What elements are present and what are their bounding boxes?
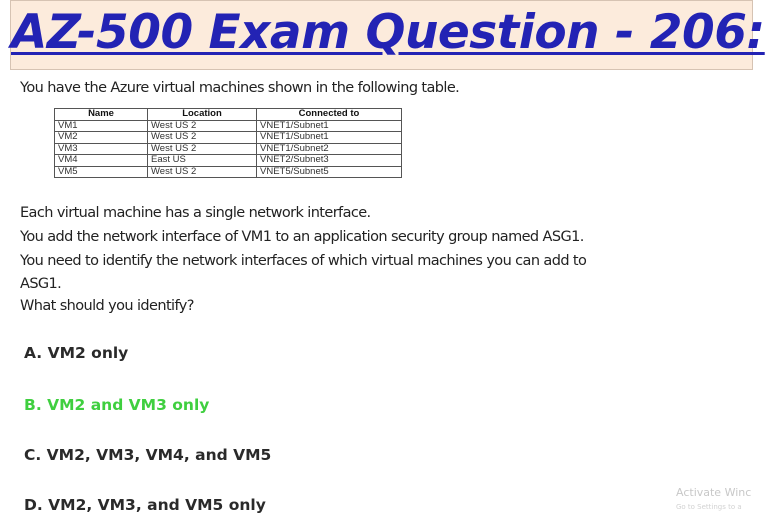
activate-windows-subtext: Go to Settings to a (676, 503, 742, 511)
question-intro: You have the Azure virtual machines show… (20, 80, 460, 96)
cell-name: VM4 (54, 154, 148, 167)
table-row: VM1 West US 2 VNET1/Subnet1 (54, 119, 402, 132)
answer-option-c[interactable]: C. VM2, VM3, VM4, and VM5 (24, 446, 272, 464)
cell-connected-to: VNET1/Subnet2 (256, 142, 402, 155)
question-line-single-nic: Each virtual machine has a single networ… (20, 205, 371, 221)
cell-connected-to: VNET1/Subnet1 (256, 119, 402, 132)
question-line-asg1-cont: ASG1. (20, 276, 62, 292)
cell-name: VM3 (54, 142, 148, 155)
cell-connected-to: VNET2/Subnet3 (256, 154, 402, 167)
cell-location: West US 2 (147, 131, 257, 144)
column-header-connected-to: Connected to (256, 108, 402, 121)
cell-name: VM5 (54, 165, 148, 178)
page-title: AZ-500 Exam Question - 206: (11, 5, 765, 60)
table-row: VM5 West US 2 VNET5/Subnet5 (54, 165, 402, 178)
table-row: VM2 West US 2 VNET1/Subnet1 (54, 131, 402, 144)
table-row: VM3 West US 2 VNET1/Subnet2 (54, 142, 402, 155)
answer-option-b[interactable]: B. VM2 and VM3 only (24, 396, 210, 414)
answer-option-d[interactable]: D. VM2, VM3, and VM5 only (24, 496, 266, 514)
column-header-location: Location (147, 108, 257, 121)
cell-location: East US (147, 154, 257, 167)
vm-table: Name Location Connected to VM1 West US 2… (54, 108, 402, 178)
question-line-identify: You need to identify the network interfa… (20, 253, 587, 269)
cell-connected-to: VNET1/Subnet1 (256, 131, 402, 144)
cell-location: West US 2 (147, 142, 257, 155)
question-line-asg1: You add the network interface of VM1 to … (20, 229, 584, 245)
activate-windows-watermark: Activate Winc (676, 486, 752, 499)
cell-name: VM2 (54, 131, 148, 144)
cell-location: West US 2 (147, 165, 257, 178)
question-prompt: What should you identify? (20, 298, 194, 314)
cell-name: VM1 (54, 119, 148, 132)
table-row: VM4 East US VNET2/Subnet3 (54, 154, 402, 167)
cell-location: West US 2 (147, 119, 257, 132)
table-header-row: Name Location Connected to (54, 108, 402, 121)
answer-option-a[interactable]: A. VM2 only (24, 344, 129, 362)
title-banner: AZ-500 Exam Question - 206: (10, 0, 765, 70)
cell-connected-to: VNET5/Subnet5 (256, 165, 402, 178)
column-header-name: Name (54, 108, 148, 121)
